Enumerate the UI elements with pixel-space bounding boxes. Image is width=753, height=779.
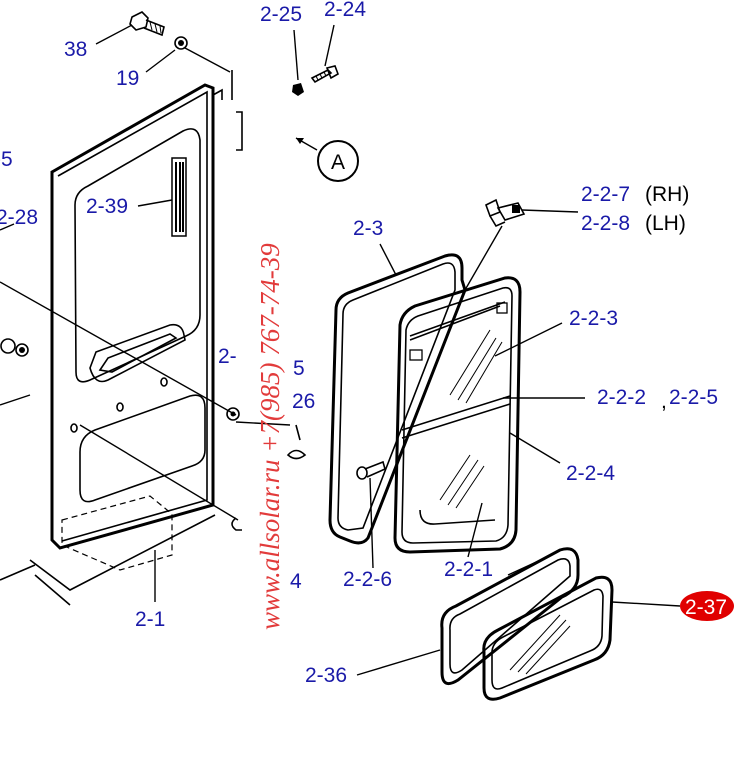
label-2-2-5: 2-2-5 [669,386,718,409]
label-2-2-6: 2-2-6 [343,568,392,591]
screw-2-2-6 [356,460,386,480]
label-2-39: 2-39 [86,195,128,218]
label-2-5-left: -5 [0,148,13,171]
leader-lines [0,24,681,676]
highlight-2-37: 2-37 [680,591,734,621]
callout-a: A [295,137,359,182]
label-2-2-7-side: (RH) [645,183,689,206]
label-2-2-2: 2-2-2 [597,386,646,409]
label-2-28: 2-28 [0,206,38,229]
bolt-38 [129,11,165,37]
callout-a-label: A [331,151,345,174]
label-4-fragment: 4 [290,570,302,593]
label-19: 19 [116,67,139,90]
label-2-36: 2-36 [305,664,347,687]
strip-2-39 [171,157,187,237]
small-window-glass-2-37 [482,575,614,701]
door-panel [50,70,243,550]
label-2-37: 2-37 [685,596,727,619]
label-2-3: 2-3 [353,217,383,240]
dashed-box [0,495,216,606]
bolt-2-24 [310,65,339,84]
label-2-2-7: 2-2-7 [581,183,630,206]
label-5-fragment: 5 [293,357,305,380]
latch [485,198,526,228]
nut-19 [174,36,188,50]
small-window-seal-2-36 [440,547,580,686]
label-38: 38 [64,38,87,61]
label-2-2-3: 2-2-3 [569,307,618,330]
window-frame [393,276,522,554]
bolt-2-25 [292,83,304,96]
label-2-2-8: 2-2-8 [581,212,630,235]
labels: 38 19 2-25 2-24 -5 2-28 2-39 2-2-7 (RH) … [0,0,718,687]
label-comma: , [661,390,667,413]
label-2-2-4: 2-2-4 [566,462,615,485]
label-2-2-1: 2-2-1 [444,558,493,581]
label-2-2-8-side: (LH) [645,212,686,235]
label-2-fragment: 2- [218,345,237,368]
misc-fragments [0,338,307,531]
label-26: 26 [292,390,315,413]
label-2-1: 2-1 [135,608,165,631]
label-2-25: 2-25 [260,3,302,26]
label-2-24: 2-24 [324,0,366,21]
watermark-text: www.allsolar.ru +7(985) 767-74-39 [255,243,285,630]
